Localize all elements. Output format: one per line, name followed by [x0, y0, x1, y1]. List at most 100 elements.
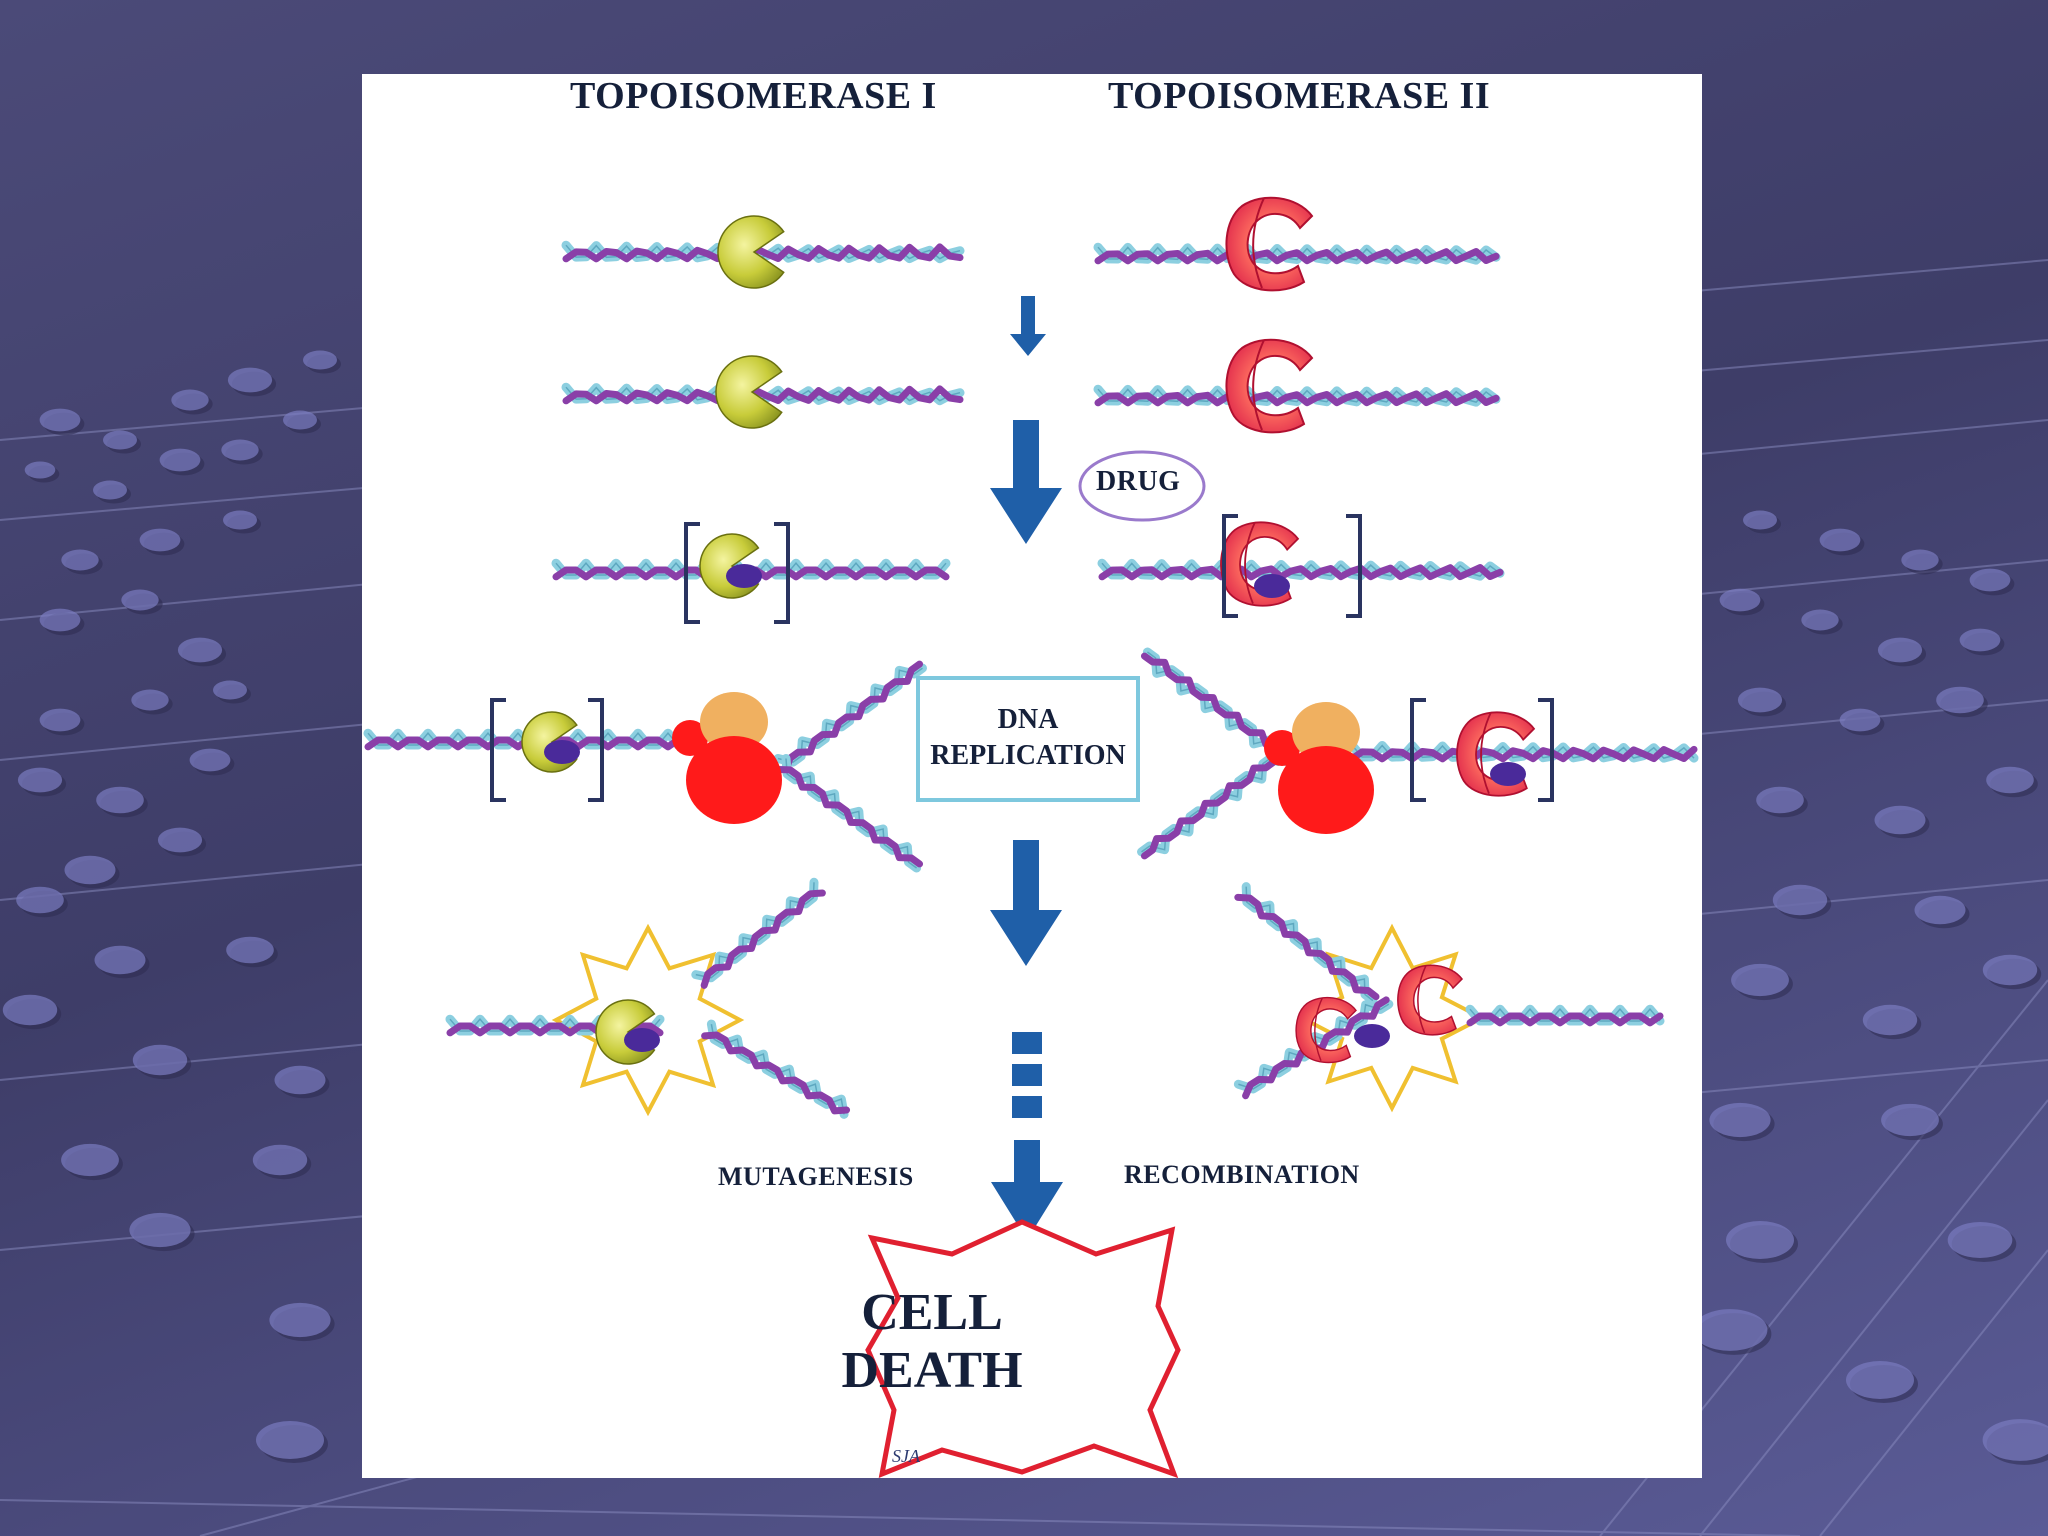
polymerase-orange-subunit: [700, 692, 768, 752]
dna-strand-cyan-outline: [695, 882, 815, 979]
dna-fragment-upper-topo2: [1234, 882, 1380, 1006]
polymerase-orange-subunit: [1292, 702, 1360, 762]
topoisomerase-ii-enzyme-split: [1252, 197, 1265, 289]
dna-fork-upper-topo2: [1140, 647, 1290, 767]
dashed-arrow-segment: [1012, 1064, 1042, 1086]
background-dot: [1959, 628, 2001, 652]
background-dot: [96, 786, 144, 814]
background-dot: [221, 439, 259, 461]
dna-strand-purple: [1094, 390, 1500, 407]
dna-strand-purple: [1098, 564, 1504, 581]
polymerase-red-core: [1278, 746, 1374, 834]
topoisomerase-ii-enzyme-split: [1417, 965, 1427, 1034]
dna-strand-purple: [774, 766, 924, 868]
background-dot: [1772, 884, 1828, 916]
background-dot: [139, 528, 181, 552]
replication-polymerase-topo2: [1264, 702, 1374, 834]
background-dot: [189, 748, 231, 772]
starburst-topo2: [1297, 923, 1487, 1113]
background-dot: [1709, 1102, 1771, 1138]
background-dot: [1737, 687, 1783, 713]
background-dot: [132, 1044, 188, 1076]
drug-molecule: [726, 564, 762, 588]
replication-down-arrow: [990, 840, 1062, 966]
drug-molecule: [1354, 1024, 1390, 1048]
topoisomerase-ii-enzyme-replication: [1456, 711, 1536, 797]
background-dot: [303, 350, 337, 370]
background-dot: [17, 767, 63, 793]
dna-fragment-lower-topo1: [701, 1019, 851, 1119]
dna-topo2-row1: [1093, 242, 1501, 265]
topoisomerase-ii-enzyme-bound: [1225, 338, 1314, 434]
dna-strand-purple: [701, 1031, 851, 1115]
background-dot: [61, 549, 99, 571]
drug-molecule: [1490, 762, 1526, 786]
topoisomerase-ii-enzyme-split: [1480, 712, 1492, 794]
bracket-right: [588, 698, 604, 802]
topoisomerase-i-enzyme: [717, 215, 785, 289]
dna-topo2-row2: [1093, 384, 1501, 407]
background-dot: [269, 1302, 331, 1338]
drug-molecule: [624, 1028, 660, 1052]
background-dot: [177, 637, 223, 663]
background-dot: [1969, 568, 2011, 592]
drug-ellipse: [1078, 450, 1206, 522]
bracket-left: [684, 522, 700, 624]
dna-strand-purple: [1140, 746, 1282, 860]
background-dot: [227, 367, 273, 393]
topoisomerase-ii-enzyme-body: [1397, 964, 1463, 1036]
background-dot: [94, 945, 146, 975]
drug-label: DRUG: [1096, 466, 1181, 497]
bracket-right: [1538, 698, 1554, 802]
background-dot: [103, 430, 137, 450]
background-dot: [1982, 1419, 2048, 1461]
bracket-right: [774, 522, 790, 624]
drug-molecule: [1254, 574, 1290, 598]
background-dot: [171, 389, 209, 411]
background-dot: [1874, 805, 1926, 835]
background-dot: [1901, 549, 1939, 571]
topoisomerase-ii-enzyme-body: [1225, 196, 1314, 292]
diagram-panel: TOPOISOMERASE I TOPOISOMERASE II DRUG DN…: [362, 74, 1702, 1478]
drug-down-arrow: [990, 420, 1062, 544]
background-dot: [1801, 609, 1839, 631]
background-dot: [256, 1421, 324, 1459]
topoisomerase-ii-enzyme-body: [1225, 338, 1314, 434]
background-dot: [1719, 588, 1761, 612]
dna-strand-purple: [1140, 652, 1290, 754]
dna-topo2-row3: [1097, 558, 1505, 581]
dna-replication-box: DNA REPLICATION: [916, 676, 1140, 802]
cleavable-complex-bracket-topo1-replication: [490, 698, 604, 802]
background-dot: [1726, 1221, 1794, 1259]
topoisomerase-ii-enzyme-drug-complex: [1220, 521, 1300, 607]
background-dot: [1839, 708, 1881, 732]
dna-fragment-upper-topo1: [691, 877, 826, 989]
background-dot: [1692, 1309, 1768, 1351]
dna-strand-purple: [700, 889, 826, 989]
background-line: [0, 1499, 1801, 1536]
topoisomerase-ii-enzyme-split: [1314, 997, 1324, 1062]
background-dot: [1862, 1004, 1918, 1036]
background-dot: [213, 680, 247, 700]
background-dot: [1756, 786, 1804, 814]
background-dot: [121, 589, 159, 611]
dna-topo2-row4: [1347, 740, 1699, 763]
background-dot: [93, 480, 127, 500]
background-dot: [39, 408, 81, 432]
cell-death-label-line1: CELL: [861, 1284, 1003, 1341]
background-dot: [274, 1065, 326, 1095]
dna-strand-purple: [562, 385, 964, 405]
background-dot: [64, 855, 116, 885]
background-dot: [1982, 954, 2038, 986]
background-dot: [131, 689, 169, 711]
background-dot: [16, 886, 64, 914]
background-dot: [252, 1144, 308, 1176]
topoisomerase-ii-enzyme-body: [1295, 996, 1357, 1064]
background-dot: [223, 510, 257, 530]
bracket-right: [1346, 514, 1362, 618]
background-dot: [1947, 1221, 2013, 1259]
dna-replication-label-line1: DNA: [997, 704, 1059, 735]
background-dot: [39, 708, 81, 732]
background-dot: [61, 1143, 119, 1177]
